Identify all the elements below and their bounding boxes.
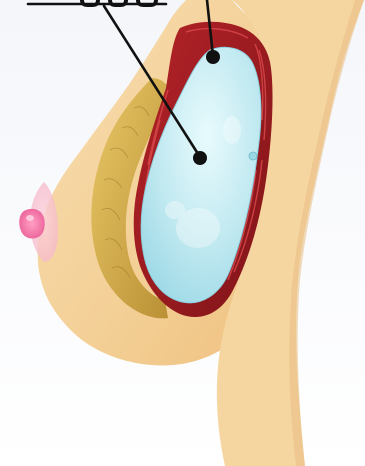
muscle-leader-dot xyxy=(206,50,220,64)
nipple-highlight xyxy=(26,215,34,221)
implant-leader-dot xyxy=(193,151,207,165)
implant-valve xyxy=(249,152,257,160)
nipple-group xyxy=(19,182,58,262)
nipple xyxy=(19,209,44,239)
